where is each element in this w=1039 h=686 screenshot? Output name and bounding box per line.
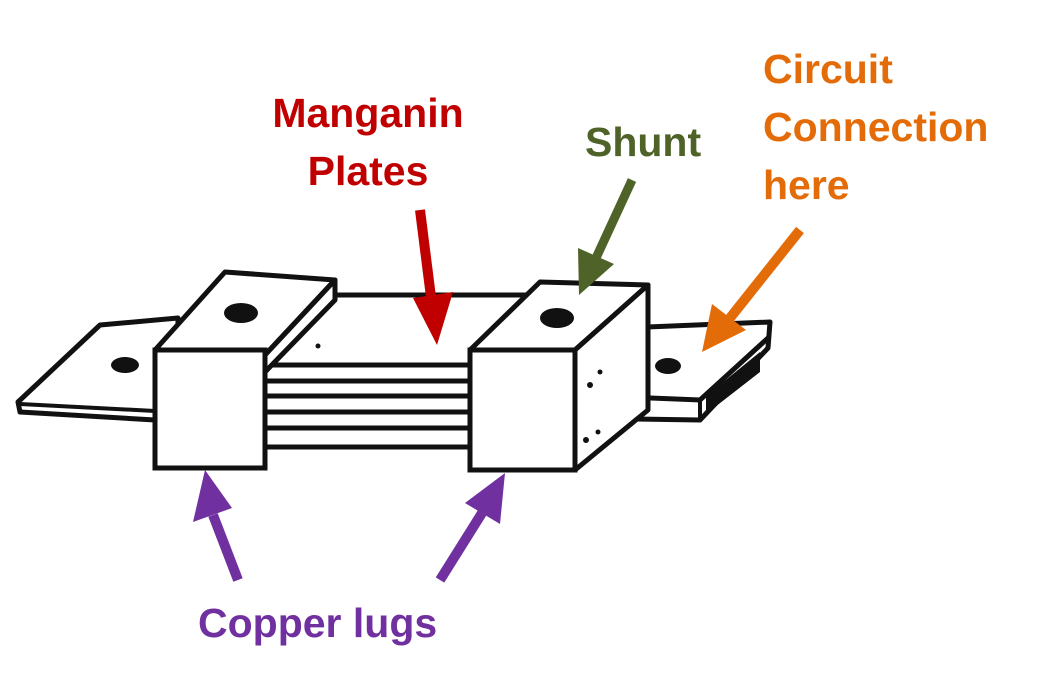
circuit-label-line3: here <box>763 162 850 208</box>
circuit-connection-label: Circuit Connection here <box>763 40 988 214</box>
circuit-connection-arrow <box>702 226 804 352</box>
shunt-label-text: Shunt <box>585 119 702 165</box>
manganin-arrow <box>413 209 453 345</box>
circuit-label-line1: Circuit <box>763 46 893 92</box>
left-plate-hole <box>111 357 139 373</box>
copper-label-text: Copper lugs <box>198 600 438 646</box>
right-copper-lug <box>467 279 651 473</box>
circuit-label-line2: Connection <box>763 104 989 150</box>
manganin-plates-label: Manganin Plates <box>258 84 478 200</box>
left-copper-lug <box>152 269 338 471</box>
copper-lug-arrow-right <box>435 473 505 583</box>
shunt-label: Shunt <box>585 113 701 171</box>
manganin-label-line1: Manganin <box>272 90 464 136</box>
copper-lugs-label: Copper lugs <box>198 594 437 652</box>
manganin-label-line2: Plates <box>307 148 429 194</box>
right-plate-hole <box>655 358 681 374</box>
shunt-arrow <box>578 178 637 295</box>
copper-lug-arrow-left <box>193 470 243 582</box>
